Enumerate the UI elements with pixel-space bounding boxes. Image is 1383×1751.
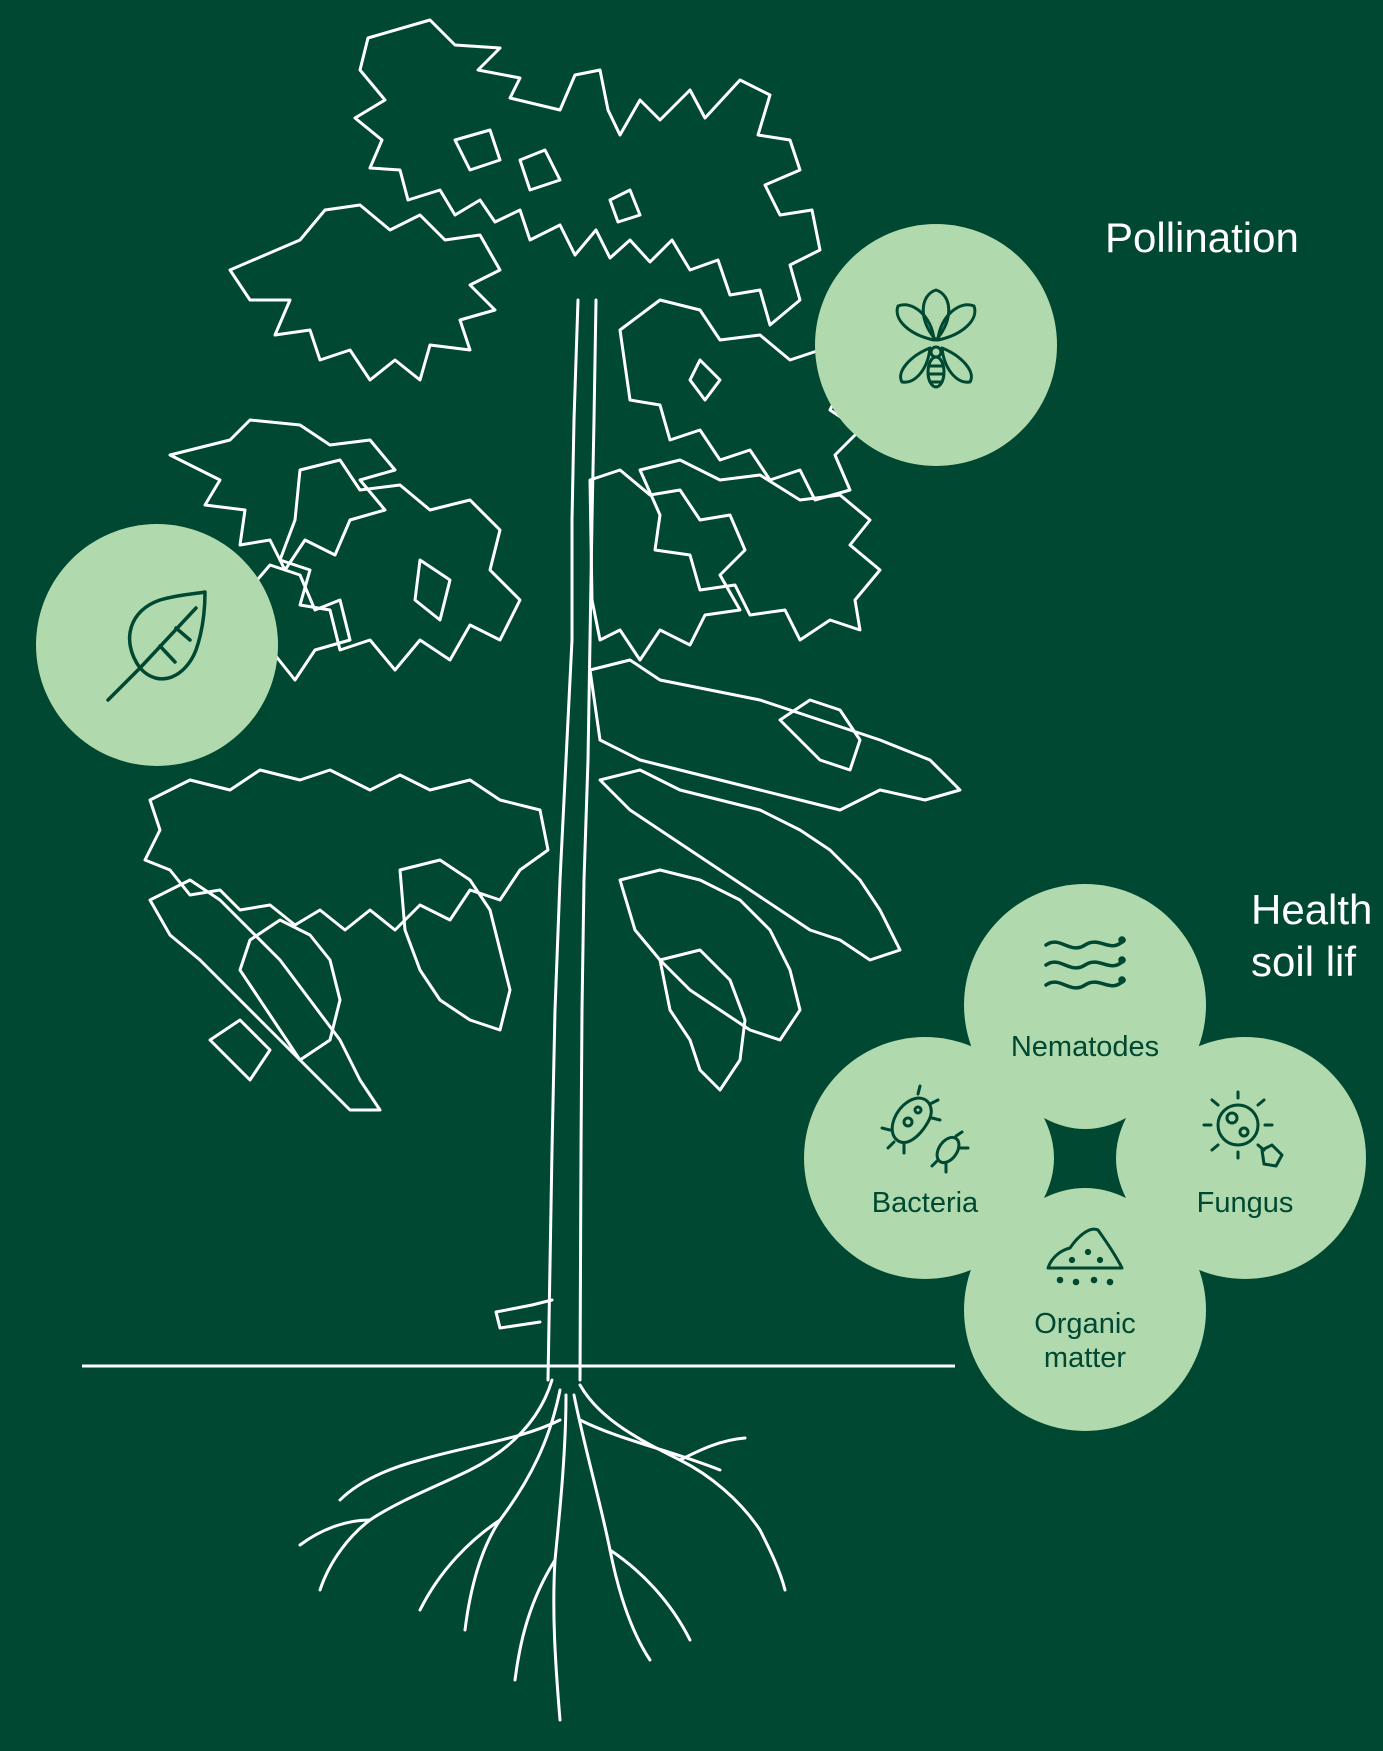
top-leaves [355, 20, 820, 325]
mid-right-leaves [590, 470, 745, 660]
pollination-circle [815, 224, 1057, 466]
upper-left-leaves [230, 205, 500, 380]
nematodes-label: Nematodes [985, 1030, 1185, 1064]
main-stem [548, 300, 578, 1380]
lower-right-leaves [600, 770, 900, 960]
mid-left-leaves [280, 460, 520, 670]
healthy-soil-life-line-2: soil lif [1251, 936, 1372, 988]
pollination-label: Pollination [1105, 212, 1299, 264]
center-hole [1044, 1118, 1126, 1198]
organic-matter-line-2: matter [985, 1341, 1185, 1375]
healthy-soil-life-label: Health soil lif [1251, 884, 1372, 988]
fungus-label: Fungus [1145, 1186, 1345, 1220]
healthy-soil-life-line-1: Health [1251, 884, 1372, 936]
leaf-circle [36, 524, 278, 766]
organic-matter-line-1: Organic [985, 1307, 1185, 1341]
organic-matter-label: Organic matter [985, 1307, 1185, 1375]
roots [320, 1380, 552, 1590]
bacteria-label: Bacteria [825, 1186, 1025, 1220]
